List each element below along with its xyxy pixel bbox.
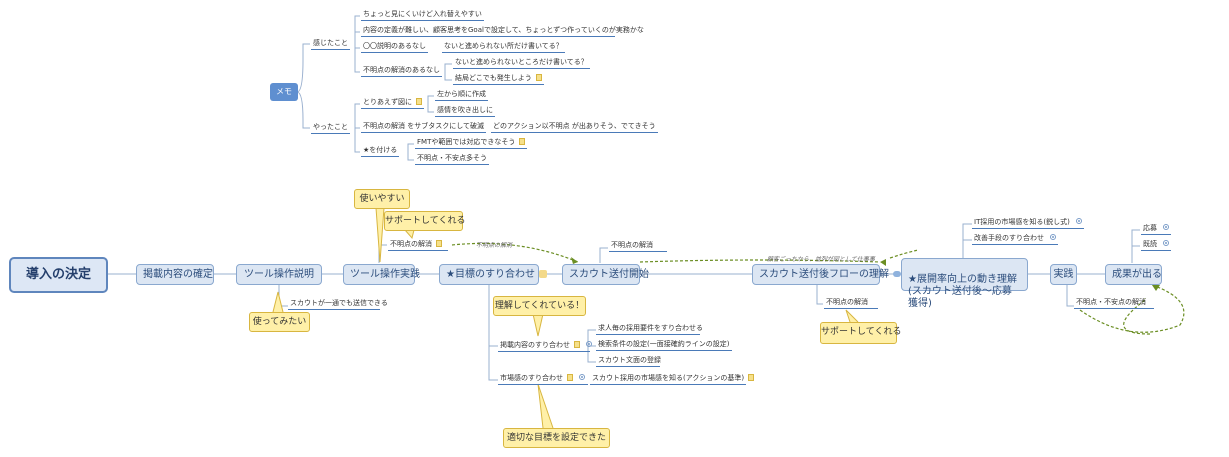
memo-done-item[interactable]: ★を付ける bbox=[361, 146, 400, 157]
flow-step-label: ★展開率向上の動き理解 (スカウト送付後～応募獲得) bbox=[908, 274, 1017, 309]
memo-done[interactable]: やったこと bbox=[311, 123, 350, 134]
sub-retention-item[interactable]: 改善手段のすり合わせ bbox=[972, 234, 1058, 245]
sub-goal-market[interactable]: 市場感のすり合わせ bbox=[498, 374, 588, 385]
flow-step-label: スカウト送付後フローの理解 bbox=[759, 269, 889, 280]
comment-icon[interactable] bbox=[893, 271, 901, 277]
memo-done-item[interactable]: 左から順に作成 bbox=[435, 90, 488, 101]
sub-goal-content-item[interactable]: 検索条件の設定(一面接確約ラインの設定) bbox=[596, 340, 732, 351]
callout-want-to-try[interactable]: 使ってみたい bbox=[249, 312, 310, 332]
sub-goal-content-item[interactable]: 求人毎の採用要件をすり合わせる bbox=[596, 324, 703, 335]
memo-done-text: とりあえず図に bbox=[363, 98, 412, 106]
expand-icon[interactable] bbox=[1075, 218, 1082, 224]
flow-step-label: 成果が出る bbox=[1112, 269, 1162, 280]
expand-icon[interactable] bbox=[1163, 224, 1169, 230]
flow-step-scout-start[interactable]: スカウト送付開始 bbox=[562, 264, 649, 285]
flow-step-followup-flow[interactable]: スカウト送付後フローの理解 bbox=[752, 264, 901, 285]
flow-step-practice[interactable]: 実践 bbox=[1050, 264, 1077, 285]
sub-scout-start[interactable]: 不明点の解消 bbox=[609, 241, 667, 252]
memo-done-text: FMTや範囲では対応できなそう bbox=[417, 138, 516, 146]
memo-impression-item[interactable]: 不明点の解消のあるなし bbox=[361, 66, 442, 77]
memo-impression-item[interactable]: 内容の定義が難しい、顧客思考をGoalで設定して、ちょっとずつ作っていくのが実務… bbox=[361, 26, 644, 37]
sub-label: スカウト採用の市場感を知る(アクションの基準) bbox=[592, 374, 745, 382]
flow-step-label: ★目標のすり合わせ bbox=[446, 269, 535, 280]
sub-results-item[interactable]: 既読 bbox=[1141, 240, 1171, 251]
sub-label: 応募 bbox=[1143, 224, 1157, 232]
flow-step-retention[interactable]: ★展開率向上の動き理解 (スカウト送付後～応募獲得) bbox=[901, 258, 1028, 309]
flow-step-content-finalize[interactable]: 掲載内容の確定 bbox=[136, 264, 214, 285]
sub-label: 既読 bbox=[1143, 240, 1157, 248]
memo-topic[interactable]: メモ bbox=[270, 83, 298, 101]
note-icon[interactable] bbox=[567, 374, 573, 381]
sub-results-item[interactable]: 応募 bbox=[1141, 224, 1171, 235]
memo-done-item[interactable]: FMTや範囲では対応できなそう bbox=[415, 138, 528, 149]
memo-label: メモ bbox=[276, 87, 292, 96]
expand-icon[interactable] bbox=[1050, 234, 1056, 240]
flow-step-tool-practice[interactable]: ツール操作実践 bbox=[343, 264, 420, 285]
sub-tool-explain[interactable]: スカウトが一通でも送信できる bbox=[288, 299, 388, 310]
note-icon[interactable] bbox=[416, 98, 422, 105]
sub-label: IT採用の市場感を知る(鋭し式) bbox=[974, 218, 1070, 226]
callout-understood[interactable]: 理解してくれている！ bbox=[493, 296, 586, 316]
root-label: 導入の決定 bbox=[25, 267, 91, 282]
sub-practice[interactable]: 不明点・不安点の解消 bbox=[1074, 298, 1154, 309]
flow-step-label: ツール操作実践 bbox=[350, 269, 420, 280]
sub-label: 不明点の解消 bbox=[390, 240, 432, 248]
root-topic[interactable]: 導入の決定 bbox=[9, 257, 108, 293]
memo-done-item[interactable]: 感情を吹き出しに bbox=[435, 106, 495, 117]
sub-label: 改善手段のすり合わせ bbox=[974, 234, 1044, 242]
expand-icon[interactable] bbox=[586, 341, 592, 347]
flag-icon bbox=[538, 270, 547, 278]
callout-support[interactable]: サポートしてくれる bbox=[384, 211, 465, 231]
sub-retention-item[interactable]: IT採用の市場感を知る(鋭し式) bbox=[972, 218, 1084, 229]
note-icon[interactable] bbox=[748, 374, 755, 381]
flow-step-label: 掲載内容の確定 bbox=[143, 269, 213, 280]
sub-label: 掲載内容のすり合わせ bbox=[500, 341, 570, 349]
relation-label: 顧客ごっちから、並列が図として仕事事 bbox=[767, 256, 875, 263]
memo-impression-item[interactable]: ないと進められないところだけ書いてる？ bbox=[453, 58, 590, 69]
callout-goal-set[interactable]: 適切な目標を設定できた bbox=[503, 428, 610, 448]
flow-step-label: スカウト送付開始 bbox=[569, 269, 649, 280]
sub-goal-market-item[interactable]: スカウト採用の市場感を知る(アクションの基準) bbox=[590, 374, 755, 385]
flow-step-results[interactable]: 成果が出る bbox=[1105, 264, 1162, 285]
memo-done-item[interactable]: とりあえず図に bbox=[361, 98, 424, 109]
memo-done-item[interactable]: 不明点・不安点多そう bbox=[415, 154, 489, 165]
note-icon[interactable] bbox=[574, 341, 580, 348]
expand-icon[interactable] bbox=[579, 374, 585, 380]
flow-step-tool-explain[interactable]: ツール操作説明 bbox=[236, 264, 322, 285]
relation-label: 不明点の解消 bbox=[476, 242, 513, 249]
sub-tool-practice[interactable]: 不明点の解消 bbox=[388, 240, 448, 251]
note-icon[interactable] bbox=[535, 74, 542, 81]
sub-followup-flow[interactable]: 不明点の解消 bbox=[824, 298, 878, 309]
memo-impression-item[interactable]: ないと進められない所だけ書いてる？ bbox=[442, 42, 565, 53]
memo-impression-item[interactable]: ちょっと見にくいけど入れ替えやすい bbox=[361, 10, 484, 21]
memo-done-item[interactable]: どのアクション以不明点 が出ありそう、でてきそう bbox=[491, 122, 658, 133]
flow-step-goal-alignment[interactable]: ★目標のすり合わせ bbox=[439, 264, 547, 285]
note-icon[interactable] bbox=[519, 138, 526, 145]
callout-support[interactable]: サポートしてくれる bbox=[820, 322, 901, 344]
memo-impression-item[interactable]: 結局どこでも発生しよう bbox=[453, 74, 544, 85]
memo-impression-text: 結局どこでも発生しよう bbox=[455, 74, 532, 82]
sub-label: 市場感のすり合わせ bbox=[500, 374, 563, 382]
sub-goal-content[interactable]: 掲載内容のすり合わせ bbox=[498, 341, 592, 352]
memo-impression-item[interactable]: 〇〇説明のあるなし bbox=[361, 42, 428, 53]
note-icon[interactable] bbox=[436, 240, 442, 247]
memo-impressions[interactable]: 感じたこと bbox=[311, 39, 350, 50]
expand-icon[interactable] bbox=[1163, 240, 1169, 246]
flow-step-label: 実践 bbox=[1053, 269, 1074, 280]
flow-step-label: ツール操作説明 bbox=[244, 269, 314, 280]
sub-goal-content-item[interactable]: スカウト文面の登録 bbox=[596, 356, 661, 367]
memo-done-item[interactable]: 不明点の解消 をサブタスクにして破滅 bbox=[361, 122, 487, 133]
callout-easy[interactable]: 使いやすい bbox=[354, 189, 410, 209]
